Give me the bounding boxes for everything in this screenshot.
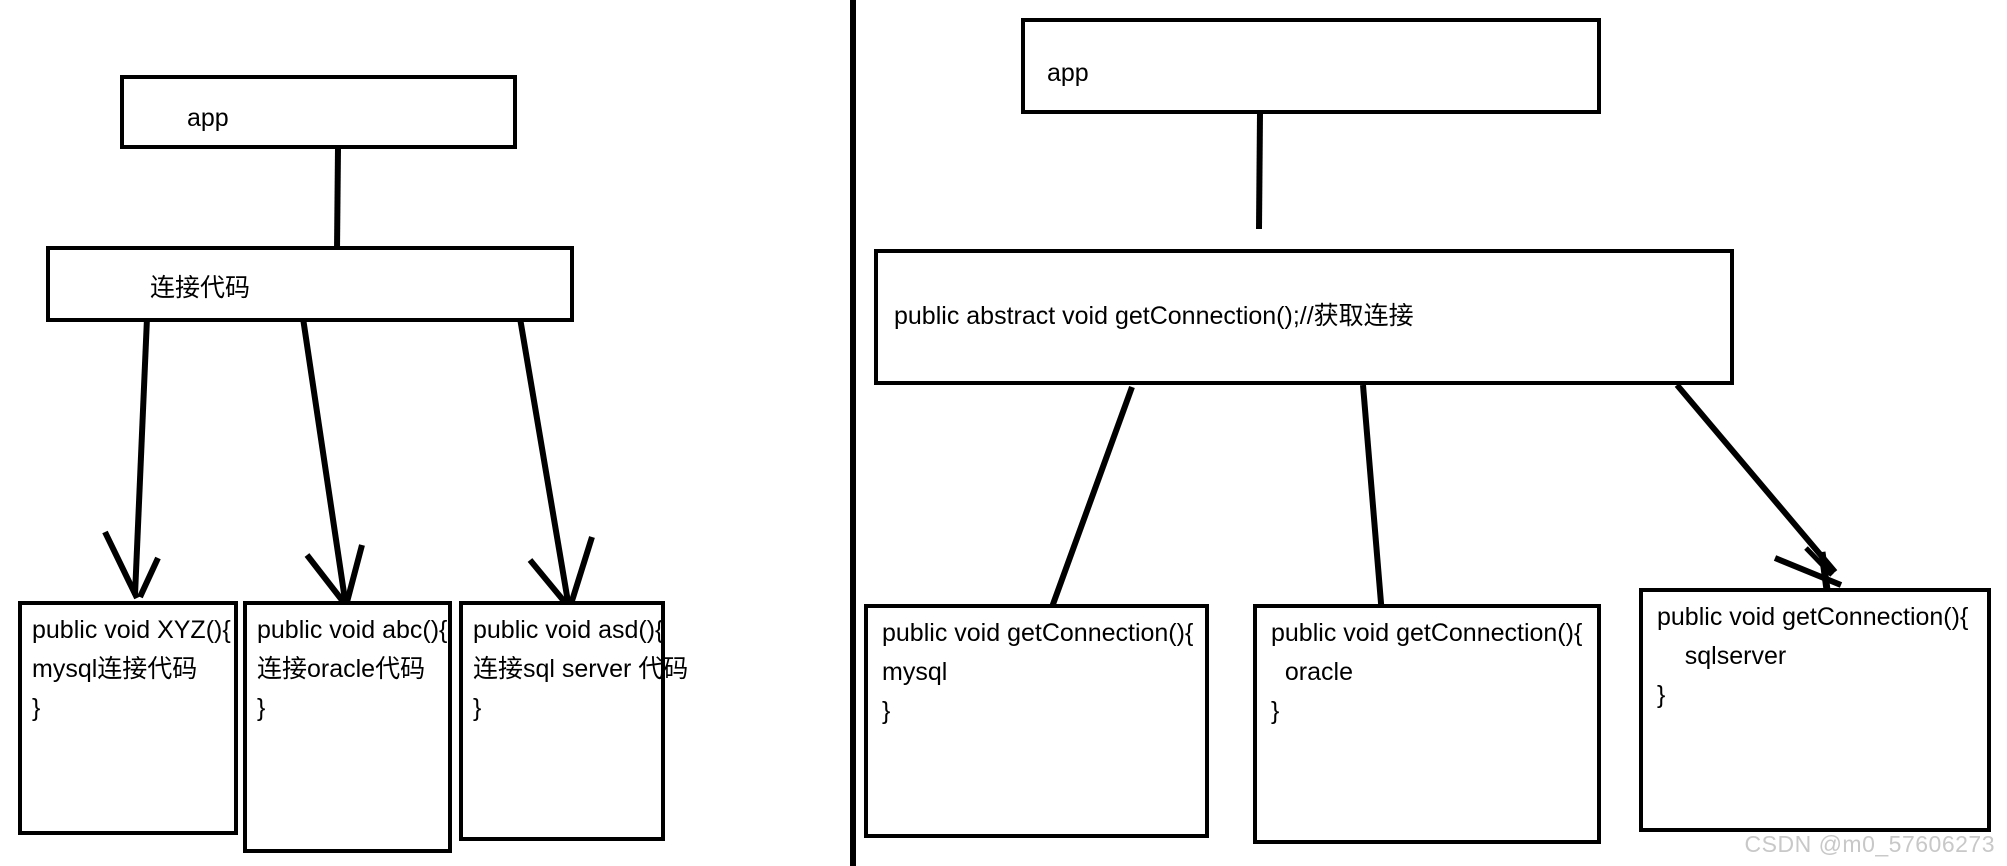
left-mysql-method-box-line-2: mysql连接代码 bbox=[32, 654, 198, 683]
right-sqlserver-impl-box[interactable]: public void getConnection(){ sqlserver} bbox=[1639, 588, 1991, 832]
left-app-label: app bbox=[187, 104, 229, 132]
left-sqlserver-method-box[interactable]: public void asd(){ 连接sql server 代码} bbox=[459, 601, 688, 841]
left-oracle-method-box-line-3: } bbox=[257, 693, 266, 722]
vertical-divider bbox=[850, 0, 856, 866]
right-oracle-impl-box-line-2: oracle bbox=[1271, 657, 1353, 686]
right-oracle-impl-box-body: public void getConnection(){ oracle} bbox=[1271, 614, 1582, 730]
left-mysql-method-box-line-3: } bbox=[32, 693, 41, 722]
connector-left-conn-to-sqlserver bbox=[517, 317, 595, 608]
connector-right-abstract-to-sqlserver bbox=[1674, 383, 1843, 606]
connector-left-app-to-connection bbox=[334, 147, 341, 251]
left-connection-code-label: 连接代码 bbox=[150, 274, 251, 302]
connector-right-app-to-abstract bbox=[1256, 112, 1263, 230]
left-connection-code-box[interactable]: 连接代码 bbox=[46, 246, 574, 322]
right-mysql-impl-box-line-1: public void getConnection(){ bbox=[882, 619, 1194, 647]
right-sqlserver-impl-box-line-3: } bbox=[1657, 680, 1666, 709]
right-oracle-impl-box[interactable]: public void getConnection(){ oracle} bbox=[1253, 604, 1601, 844]
left-sqlserver-method-box-body: public void asd(){ 连接sql server 代码} bbox=[473, 611, 688, 727]
right-mysql-impl-box-line-3: } bbox=[882, 696, 891, 725]
right-oracle-impl-box-line-1: public void getConnection(){ bbox=[1271, 619, 1583, 647]
right-app-label: app bbox=[1047, 59, 1089, 87]
left-sqlserver-method-box-line-3: } bbox=[473, 693, 482, 722]
csdn-watermark: CSDN @m0_57606273 bbox=[1744, 831, 1995, 857]
right-sqlserver-impl-box-line-2: sqlserver bbox=[1657, 641, 1787, 670]
right-app-box[interactable]: app bbox=[1021, 18, 1601, 114]
right-abstract-method-label: public abstract void getConnection();//获… bbox=[894, 302, 1414, 330]
right-sqlserver-impl-box-body: public void getConnection(){ sqlserver} bbox=[1657, 598, 1968, 714]
right-abstract-method-box[interactable]: public abstract void getConnection();//获… bbox=[874, 249, 1734, 385]
connector-left-conn-to-mysql bbox=[102, 317, 161, 600]
right-mysql-impl-box-line-2: mysql bbox=[882, 657, 948, 686]
right-oracle-impl-box-line-3: } bbox=[1271, 696, 1280, 725]
connector-left-conn-to-oracle bbox=[300, 317, 365, 606]
left-oracle-method-box-body: public void abc(){ 连接oracle代码} bbox=[257, 611, 447, 727]
left-mysql-method-box-body: public void XYZ(){ mysql连接代码} bbox=[32, 611, 231, 727]
left-oracle-method-box-line-1: public void abc(){ bbox=[257, 616, 448, 644]
right-mysql-impl-box[interactable]: public void getConnection(){ mysql} bbox=[864, 604, 1209, 838]
left-mysql-method-box-line-1: public void XYZ(){ bbox=[32, 616, 231, 644]
left-mysql-method-box[interactable]: public void XYZ(){ mysql连接代码} bbox=[18, 601, 238, 835]
left-sqlserver-method-box-line-1: public void asd(){ bbox=[473, 616, 664, 644]
right-sqlserver-impl-box-line-1: public void getConnection(){ bbox=[1657, 603, 1969, 631]
left-app-box[interactable]: app bbox=[120, 75, 517, 149]
left-oracle-method-box-line-2: 连接oracle代码 bbox=[257, 654, 426, 683]
left-sqlserver-method-box-line-2: 连接sql server 代码 bbox=[473, 654, 689, 683]
right-mysql-impl-box-body: public void getConnection(){ mysql} bbox=[882, 614, 1193, 730]
left-oracle-method-box[interactable]: public void abc(){ 连接oracle代码} bbox=[243, 601, 452, 853]
